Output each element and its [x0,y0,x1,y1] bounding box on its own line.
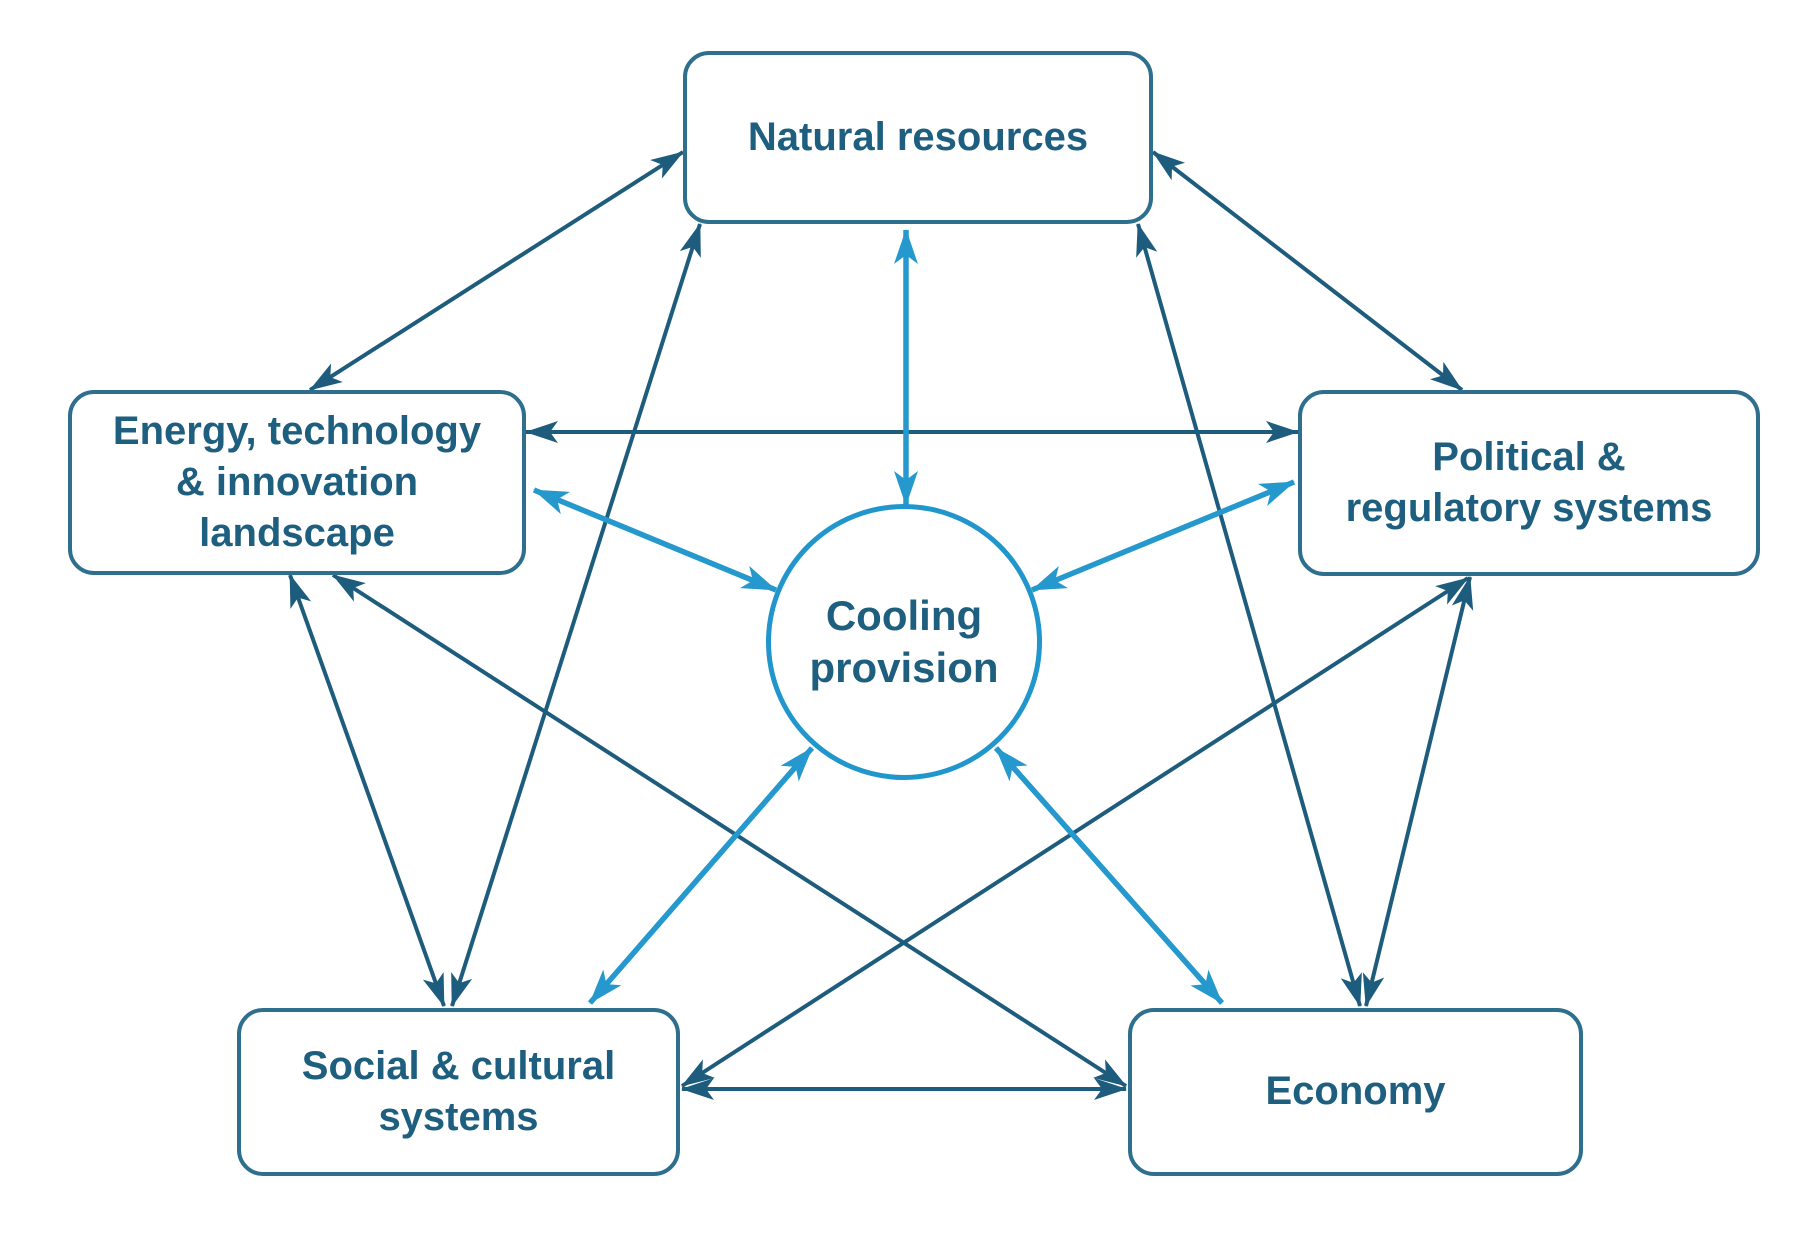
node-energy-label-line2: & innovation [175,459,419,504]
edge-natural-energy [308,150,685,392]
node-social-label-line1: Social & cultural [301,1043,616,1088]
node-natural-resources-label: Natural resources [747,114,1089,159]
node-cooling-label-line1: Cooling [825,591,983,639]
node-cooling-provision: Cooling provision [766,504,1042,780]
node-political-regulatory-systems: Political & regulatory systems [1298,390,1760,576]
edge-natural-political [1151,150,1464,392]
node-political-label-line2: regulatory systems [1345,486,1713,530]
edge-cooling-economy [993,746,1225,1005]
node-cooling-label-line2: provision [809,644,999,691]
edge-political-economy [1362,576,1474,1007]
node-social-label-line2: systems [378,1095,539,1139]
node-natural-resources: Natural resources [683,51,1153,224]
node-social-cultural-systems: Social & cultural systems [237,1008,680,1176]
node-energy-label-line3: landscape [199,511,395,556]
edge-energy-social [288,574,446,1007]
edge-natural-economy [1136,223,1362,1007]
edge-cooling-energy [532,487,778,593]
node-energy-technology-innovation: Energy, technology & innovation landscap… [68,390,526,575]
edge-cooling-political [1030,479,1296,593]
node-political-label-line1: Political & [1432,434,1626,479]
edge-cooling-social [587,746,815,1005]
node-economy-label: Economy [1265,1069,1446,1114]
node-energy-label-line1: Energy, technology [112,408,482,453]
edge-natural-social [450,223,702,1007]
node-economy: Economy [1128,1008,1583,1176]
